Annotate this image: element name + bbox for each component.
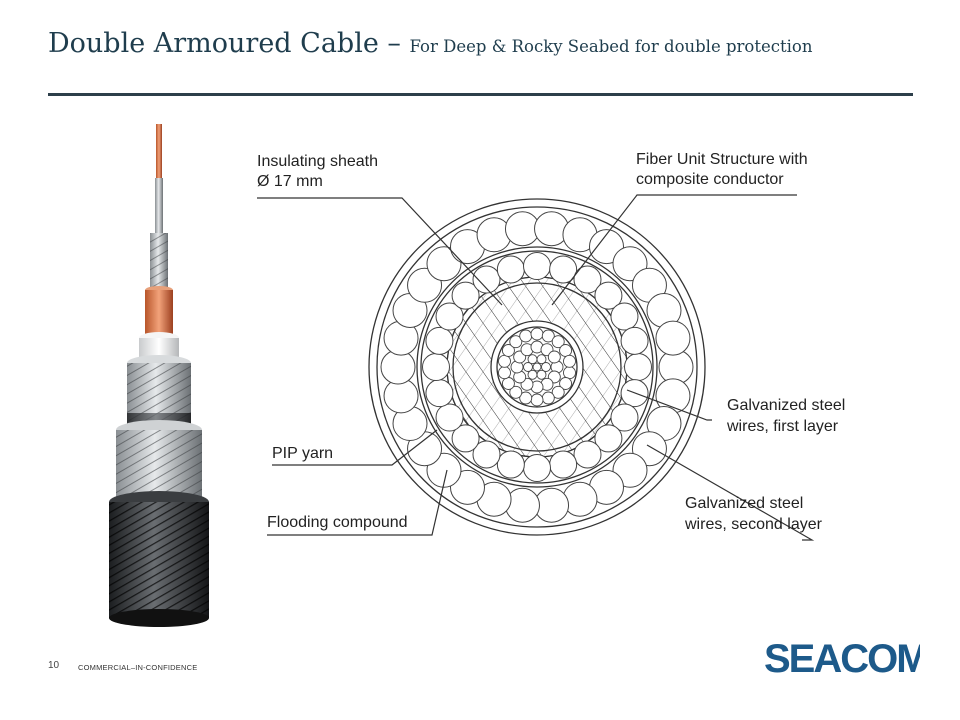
outer-wire-layer [380, 211, 694, 523]
cable-cross-section: Insulating sheath Ø 17 mm Fiber Unit Str… [257, 151, 845, 541]
core-strand [498, 354, 511, 368]
inner-steel-wire [610, 302, 639, 331]
inner-steel-wire [472, 440, 501, 469]
inner-steel-wire [549, 255, 578, 284]
core-strand [527, 369, 538, 380]
inner-steel-wire [435, 403, 464, 432]
inner-steel-wire [523, 252, 551, 280]
core-strand [530, 327, 544, 341]
core-strand [536, 354, 547, 365]
core-strand [501, 344, 515, 357]
inner-steel-wire [594, 424, 623, 453]
core-strand [541, 329, 555, 343]
inner-steel-wire [472, 265, 501, 294]
inner-steel-wire [573, 440, 602, 469]
core-strand [519, 329, 533, 343]
core-strand [530, 393, 544, 407]
core-strand [498, 366, 511, 380]
label-flooding-compound: Flooding compound [267, 514, 408, 531]
inner-steel-wire [425, 379, 454, 408]
outer-steel-wire [562, 481, 598, 517]
core-strand [541, 362, 551, 372]
title-dash: – [378, 28, 410, 59]
title-divider [48, 93, 913, 96]
inner-steel-wire [594, 281, 623, 310]
label-insulating-sheath-diameter: Ø 17 mm [257, 173, 323, 190]
label-pip-yarn: PIP yarn [272, 445, 333, 462]
outer-steel-wire [504, 487, 540, 523]
label-fiber-unit: Fiber Unit Structure with [636, 151, 808, 168]
inner-steel-wire [451, 424, 480, 453]
inner-steel-wire [624, 353, 652, 381]
core-strand [563, 366, 576, 380]
core-strand [547, 350, 561, 364]
core-strand [532, 362, 542, 372]
seacom-logo: SEACOM [764, 637, 920, 681]
title-main: Double Armoured Cable [48, 28, 379, 59]
label-insulating-sheath: Insulating sheath [257, 153, 378, 170]
outer-steel-wire [655, 320, 691, 356]
inner-steel-wire [610, 403, 639, 432]
title-subtitle: For Deep & Rocky Seabed for double prote… [409, 37, 813, 56]
core-strand [527, 354, 538, 365]
outer-steel-wire [534, 211, 570, 247]
inner-steel-wire [523, 454, 551, 482]
label-galvanized-second-layer: wires, second layer [684, 516, 823, 533]
confidentiality-notice: COMMERCIAL–IN-CONFIDENCE [78, 663, 198, 672]
inner-steel-wire [496, 450, 525, 479]
core-strand [501, 377, 515, 390]
leader-lines [257, 194, 815, 541]
core-strand [559, 377, 573, 390]
outer-steel-wire [476, 217, 512, 253]
core-strand [563, 354, 576, 368]
core-strand [523, 362, 533, 372]
label-galvanized-first: Galvanized steel [727, 397, 845, 414]
core-strand [509, 335, 523, 349]
core-strand [519, 391, 533, 405]
inner-steel-wire [422, 353, 450, 381]
cable-photo [109, 124, 209, 627]
core-strand [551, 385, 565, 399]
slide-title: Double Armoured Cable – For Deep & Rocky… [48, 28, 928, 59]
label-galvanized-first-layer: wires, first layer [726, 418, 839, 435]
label-galvanized-second: Galvanized steel [685, 495, 803, 512]
core-strand [541, 391, 555, 405]
logo-text: SEACOM [764, 637, 920, 681]
inner-steel-wire [425, 326, 454, 355]
label-fiber-unit-conductor: composite conductor [636, 171, 784, 188]
core-wire-bundle [498, 327, 576, 407]
inner-steel-wire [435, 302, 464, 331]
inner-steel-wire [496, 255, 525, 284]
core-strand [536, 369, 547, 380]
page-number: 10 [48, 660, 60, 671]
core-strand [551, 335, 565, 349]
inner-steel-wire [620, 326, 649, 355]
core-strand [559, 344, 573, 357]
core-strand [509, 385, 523, 399]
inner-steel-wire [549, 450, 578, 479]
inner-steel-wire [573, 265, 602, 294]
inner-steel-wire [451, 281, 480, 310]
